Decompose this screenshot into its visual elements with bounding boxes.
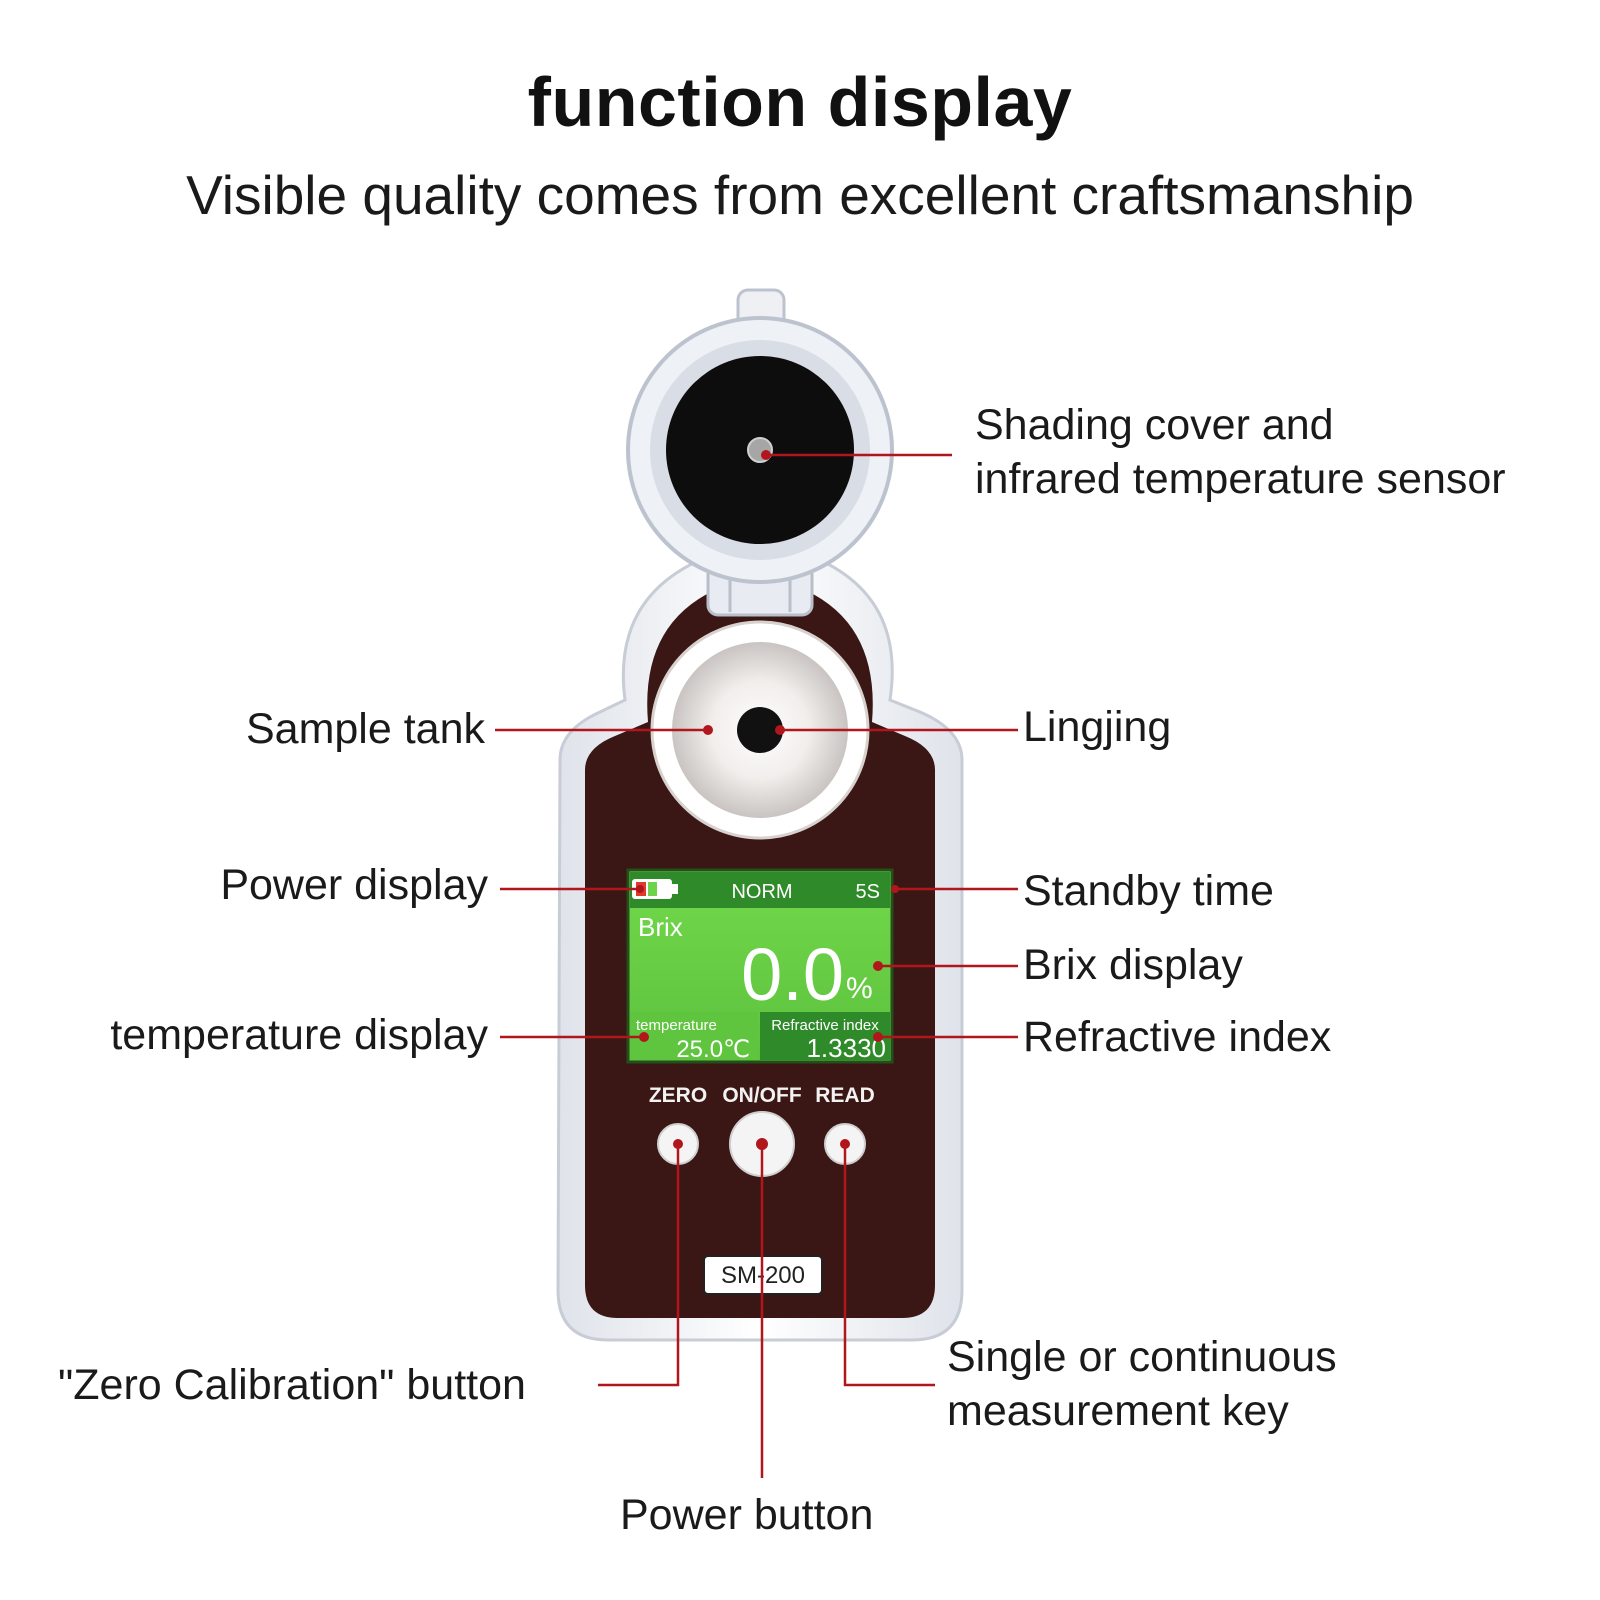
label-measurement-key: Single or continuous measurement key bbox=[947, 1333, 1337, 1435]
label-refractive-index: Refractive index bbox=[1023, 1013, 1332, 1061]
label-temperature-display: temperature display bbox=[110, 1011, 488, 1059]
onoff-button-label: ON/OFF bbox=[722, 1084, 801, 1107]
lcd-brix-value: 0.0 bbox=[741, 933, 844, 1016]
label-power-display: Power display bbox=[220, 861, 488, 909]
label-lingjing: Lingjing bbox=[1023, 703, 1172, 751]
lcd-refractive-label: Refractive index bbox=[771, 1017, 879, 1034]
lcd-mode: NORM bbox=[731, 881, 792, 903]
label-sample-tank: Sample tank bbox=[245, 705, 485, 753]
lcd-temperature-value: 25.0℃ bbox=[676, 1036, 750, 1063]
lcd-brix-unit: % bbox=[846, 972, 873, 1005]
page-subtitle: Visible quality comes from excellent cra… bbox=[186, 164, 1414, 226]
leader-zero-calibration bbox=[598, 1144, 680, 1387]
label-zero-calibration: "Zero Calibration" button bbox=[58, 1361, 526, 1409]
leader-lines bbox=[495, 453, 1018, 1478]
leader-measurement-key bbox=[843, 1144, 935, 1387]
leader-dots bbox=[636, 450, 899, 1150]
prism-lens bbox=[737, 707, 783, 753]
zero-button-label: ZERO bbox=[649, 1084, 707, 1107]
lcd-refractive-value: 1.3330 bbox=[806, 1033, 886, 1063]
page-title: function display bbox=[527, 63, 1073, 141]
label-brix-display: Brix display bbox=[1023, 941, 1243, 989]
lcd-temperature-label: temperature bbox=[636, 1017, 717, 1034]
label-standby-time: Standby time bbox=[1023, 867, 1274, 915]
lcd-standby: 5S bbox=[856, 881, 880, 903]
label-shading-cover: Shading cover and infrared temperature s… bbox=[975, 401, 1506, 503]
lcd-measure-label: Brix bbox=[638, 912, 683, 942]
label-power-button: Power button bbox=[620, 1491, 874, 1539]
read-button-label: READ bbox=[815, 1084, 875, 1107]
